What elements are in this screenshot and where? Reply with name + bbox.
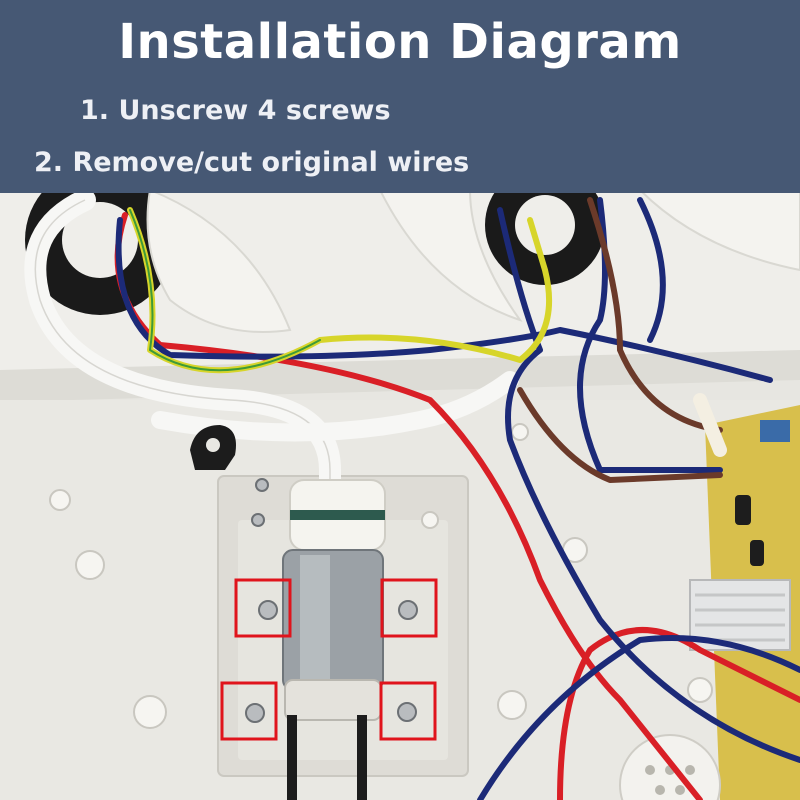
screw [398, 600, 418, 620]
pump-band [290, 510, 385, 520]
blue-wire [477, 635, 800, 800]
instruction-step-2: 2. Remove/cut original wires [34, 147, 470, 178]
insulating-sleeve [693, 393, 727, 457]
blue-wire [115, 217, 773, 383]
pcb-capacitor [750, 540, 764, 566]
header-banner: Installation Diagram 1. Unscrew 4 screws… [0, 0, 800, 193]
screw [258, 600, 278, 620]
screw-highlight-boxes [220, 578, 438, 741]
brown-wire [517, 387, 723, 483]
screw-highlight-box [379, 681, 437, 741]
screw [397, 702, 417, 722]
screw-highlight-box [220, 681, 278, 741]
pump-motor-body [282, 549, 384, 691]
pcb-capacitor [735, 495, 751, 525]
blue-wire [637, 197, 666, 343]
page-title: Installation Diagram [118, 14, 682, 70]
left-fan-lobe [146, 188, 292, 333]
screws [245, 478, 418, 723]
brown-wire [587, 197, 723, 433]
pump-terminal-wire [287, 715, 297, 800]
water-pump [282, 479, 386, 800]
pcb-component [760, 420, 790, 442]
screw-highlight-box [234, 578, 292, 638]
red-wire [557, 627, 800, 800]
screw-highlight-box [380, 578, 438, 638]
pump-end-cap [284, 679, 382, 721]
instruction-step-1: 1. Unscrew 4 screws [80, 95, 391, 126]
standoff-posts [49, 423, 713, 729]
green-yellow-wire [129, 209, 321, 372]
screw [245, 703, 265, 723]
pump-terminal-wire [357, 715, 367, 800]
blue-wire [497, 207, 800, 763]
right-fan-lobe [378, 189, 523, 322]
